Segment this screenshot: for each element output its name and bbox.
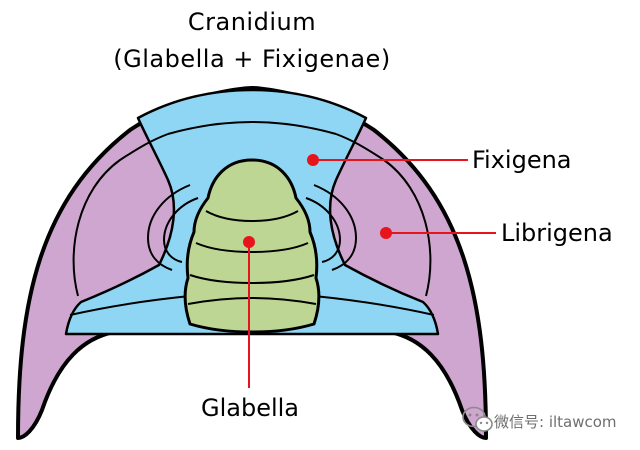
border-furrow-right <box>335 133 432 297</box>
eye-contour-left-outer <box>146 184 191 271</box>
glabellar-furrow-1r <box>251 210 299 222</box>
glabella-pointer-dot <box>243 236 255 248</box>
glabellar-furrow-1 <box>205 210 253 222</box>
glabellar-furrow-3r <box>251 274 315 284</box>
glabellar-furrow-2r <box>251 242 309 253</box>
fixigena-label: Fixigena <box>472 146 572 174</box>
librigena-pointer-dot <box>380 227 392 239</box>
fixigena-pointer-dot <box>307 154 319 166</box>
eye-contour-right-outer <box>313 184 358 271</box>
glabellar-furrow-3 <box>189 274 253 284</box>
diagram-title-line-1: Cranidium <box>188 8 316 36</box>
watermark-text: 微信号: iltawcom <box>494 413 617 431</box>
eye-contour-left-inner <box>162 197 199 263</box>
librigena-label: Librigena <box>501 219 613 247</box>
glabella-label: Glabella <box>201 394 299 422</box>
occipital-furrow <box>187 296 317 305</box>
border-furrow-front <box>167 120 337 135</box>
wechat-icon <box>462 406 493 432</box>
occipital-line-left <box>69 295 191 316</box>
border-furrow-left <box>72 133 169 297</box>
occipital-line-right <box>313 295 435 316</box>
glabellar-furrow-2 <box>195 242 253 253</box>
eye-contour-right-inner <box>305 197 342 263</box>
diagram-title-line-2: (Glabella + Fixigenae) <box>113 45 390 73</box>
